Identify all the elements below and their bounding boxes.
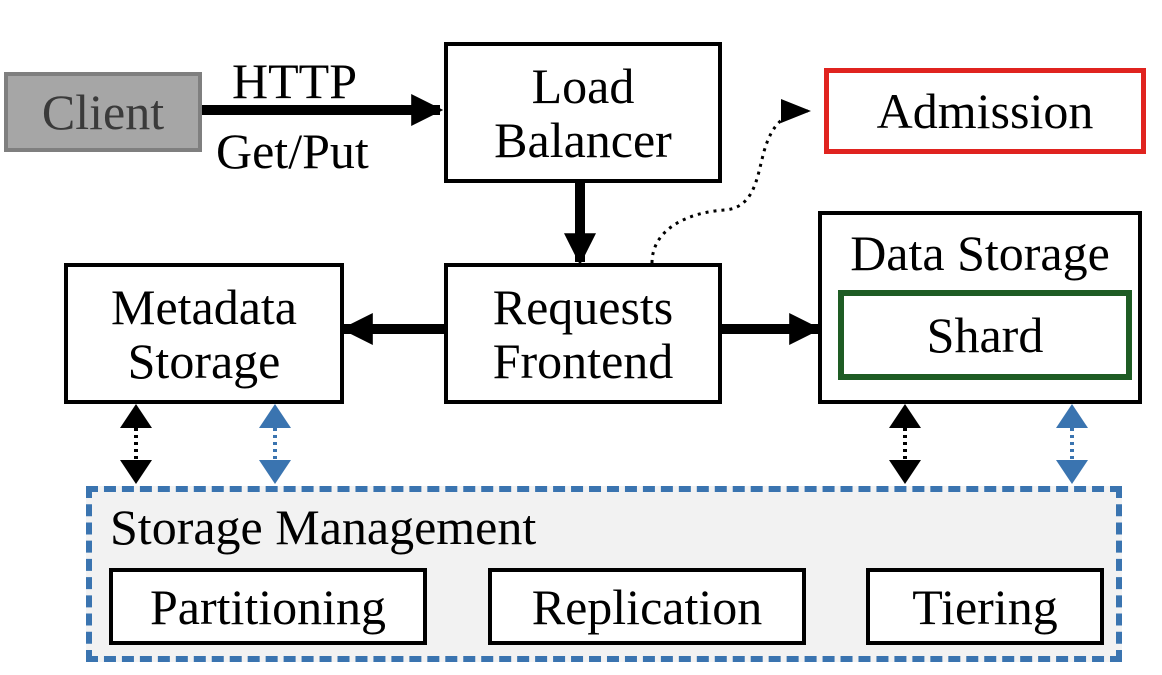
tiering-box: Tiering	[866, 568, 1104, 645]
shard-box: Shard	[838, 290, 1132, 380]
metadata-mgmt-blue-arrow	[259, 404, 291, 484]
load-balancer-label-line1: Load	[531, 57, 635, 114]
load-balancer-label-line2: Balancer	[494, 111, 672, 168]
partitioning-label: Partitioning	[149, 578, 387, 635]
client-box: Client	[4, 72, 202, 152]
replication-box: Replication	[488, 568, 806, 645]
tiering-label: Tiering	[912, 578, 1058, 635]
getput-edge-label: Get/Put	[216, 123, 369, 179]
shard-label: Shard	[926, 307, 1044, 363]
requests-frontend-box: Requests Frontend	[444, 263, 722, 404]
http-edge-label: HTTP	[232, 53, 357, 109]
requests-frontend-label-line2: Frontend	[492, 332, 674, 389]
requests-frontend-label-line1: Requests	[492, 278, 674, 335]
metadata-mgmt-black-arrow	[120, 404, 152, 484]
metadata-storage-label-line1: Metadata	[110, 278, 297, 335]
client-label: Client	[41, 84, 165, 140]
metadata-storage-label-line2: Storage	[127, 332, 281, 389]
data-storage-label: Data Storage	[850, 225, 1110, 281]
storage-management-label: Storage Management	[110, 499, 537, 555]
frontend-to-admission-dotted-arrow	[650, 99, 811, 264]
load-balancer-box: Load Balancer	[444, 42, 722, 183]
admission-label: Admission	[876, 83, 1094, 139]
datastorage-mgmt-blue-arrow	[1056, 404, 1088, 484]
replication-label: Replication	[531, 578, 763, 635]
partitioning-box: Partitioning	[109, 568, 427, 645]
admission-box: Admission	[824, 68, 1146, 154]
metadata-storage-box: Metadata Storage	[64, 263, 344, 404]
datastorage-mgmt-black-arrow	[889, 404, 921, 484]
